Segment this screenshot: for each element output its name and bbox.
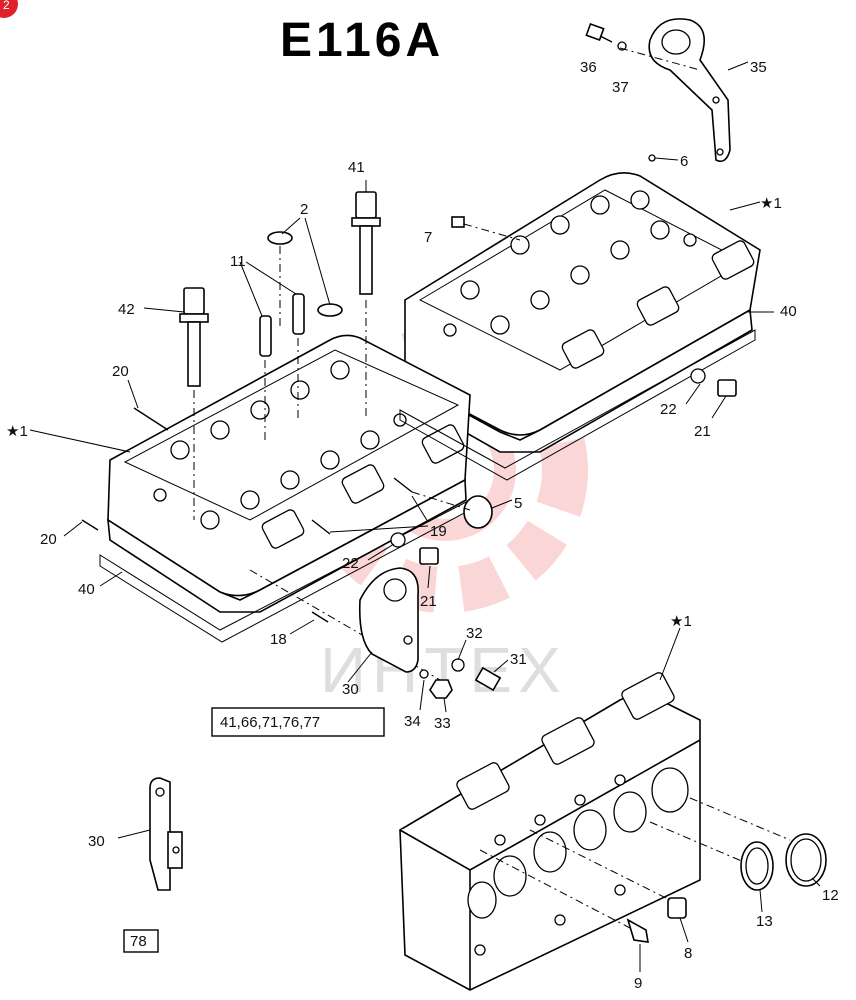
part-30-plate-b	[149, 777, 183, 891]
callout-11: 11	[230, 253, 246, 270]
part-6-pin	[648, 154, 656, 162]
callout-31: 31	[510, 651, 527, 668]
callout-41: 41	[348, 159, 365, 176]
callout-20-left: 20	[40, 531, 57, 548]
page-badge: 2	[0, 0, 18, 18]
part-32-washer	[451, 658, 465, 672]
callout-21-top: 21	[694, 423, 711, 440]
callout-22-mid: 22	[342, 555, 359, 572]
page-box: 78	[123, 929, 159, 953]
part-20-stud-a	[133, 407, 169, 431]
svg-text:2: 2	[3, 0, 10, 12]
callout-13: 13	[756, 913, 773, 930]
callout-22-top: 22	[660, 401, 677, 418]
callout-2: 2	[300, 201, 308, 218]
part-2-plug-a	[267, 231, 293, 245]
part-11-dowels	[259, 293, 305, 440]
part-35-bracket	[648, 18, 731, 163]
callout-21-mid: 21	[420, 593, 437, 610]
leader-lines	[29, 61, 821, 972]
callout-30-mid: 30	[342, 681, 359, 698]
callout-19: 19	[430, 523, 447, 540]
part-31-bolt	[474, 666, 502, 692]
reference-box: 41,66,71,76,77	[211, 707, 385, 737]
part-22-washer-a	[690, 368, 706, 384]
part-40-gasket-rear	[399, 329, 756, 481]
part-19-stud-a	[393, 477, 413, 493]
rear-head-ports	[561, 240, 755, 369]
lower-head-ports	[456, 672, 675, 810]
callout-30-lower: 30	[88, 833, 105, 850]
callout-42: 42	[118, 301, 135, 318]
callout-9: 9	[634, 975, 642, 992]
callout-37: 37	[612, 79, 629, 96]
callout-7: 7	[424, 229, 432, 246]
callout-5: 5	[514, 495, 522, 512]
lower-cylinder-head	[399, 672, 701, 991]
rear-cylinder-head	[404, 172, 761, 453]
part-36-bolt	[585, 22, 613, 43]
callout-6: 6	[680, 153, 688, 170]
part-42-bolt	[179, 287, 209, 520]
part-20-stud-b	[81, 519, 99, 531]
callout-33: 33	[434, 715, 451, 732]
callout-18: 18	[270, 631, 287, 648]
part-21-bolt-b	[419, 547, 439, 565]
callout-36: 36	[580, 59, 597, 76]
part-21-bolt-a	[717, 379, 737, 397]
callout-1-top: ★1	[760, 195, 782, 212]
part-2-plug-b	[317, 303, 343, 317]
part-9-plug	[626, 918, 649, 943]
callout-20-top: 20	[112, 363, 129, 380]
part-19-stud-b	[311, 519, 331, 535]
callout-40-left: 40	[78, 581, 95, 598]
callout-1-lower: ★1	[670, 613, 692, 630]
front-cylinder-head	[107, 334, 471, 613]
svg-text:78: 78	[130, 933, 147, 950]
part-41-bolt	[351, 191, 381, 420]
callout-8: 8	[684, 945, 692, 962]
callout-1-left: ★1	[6, 423, 28, 440]
svg-text:41,66,71,76,77: 41,66,71,76,77	[220, 714, 320, 731]
part-8-plug	[667, 897, 687, 919]
part-34-washer	[419, 669, 429, 679]
part-18-stud	[311, 611, 329, 623]
part-33-nut	[429, 679, 453, 699]
part-30-plate-a	[358, 567, 419, 673]
callout-34: 34	[404, 713, 421, 730]
callout-32: 32	[466, 625, 483, 642]
diagram-title: E116A	[280, 14, 444, 67]
callout-35: 35	[750, 59, 767, 76]
part-5-seal-ring	[463, 495, 493, 529]
part-7-plug	[451, 216, 465, 228]
callout-12: 12	[822, 887, 839, 904]
callouts: 36 37 35 6 ★1 41 2 7 11 40 42 20 22 21 ★…	[6, 59, 839, 992]
callout-40-top: 40	[780, 303, 797, 320]
part-22-washer-b	[390, 532, 406, 548]
